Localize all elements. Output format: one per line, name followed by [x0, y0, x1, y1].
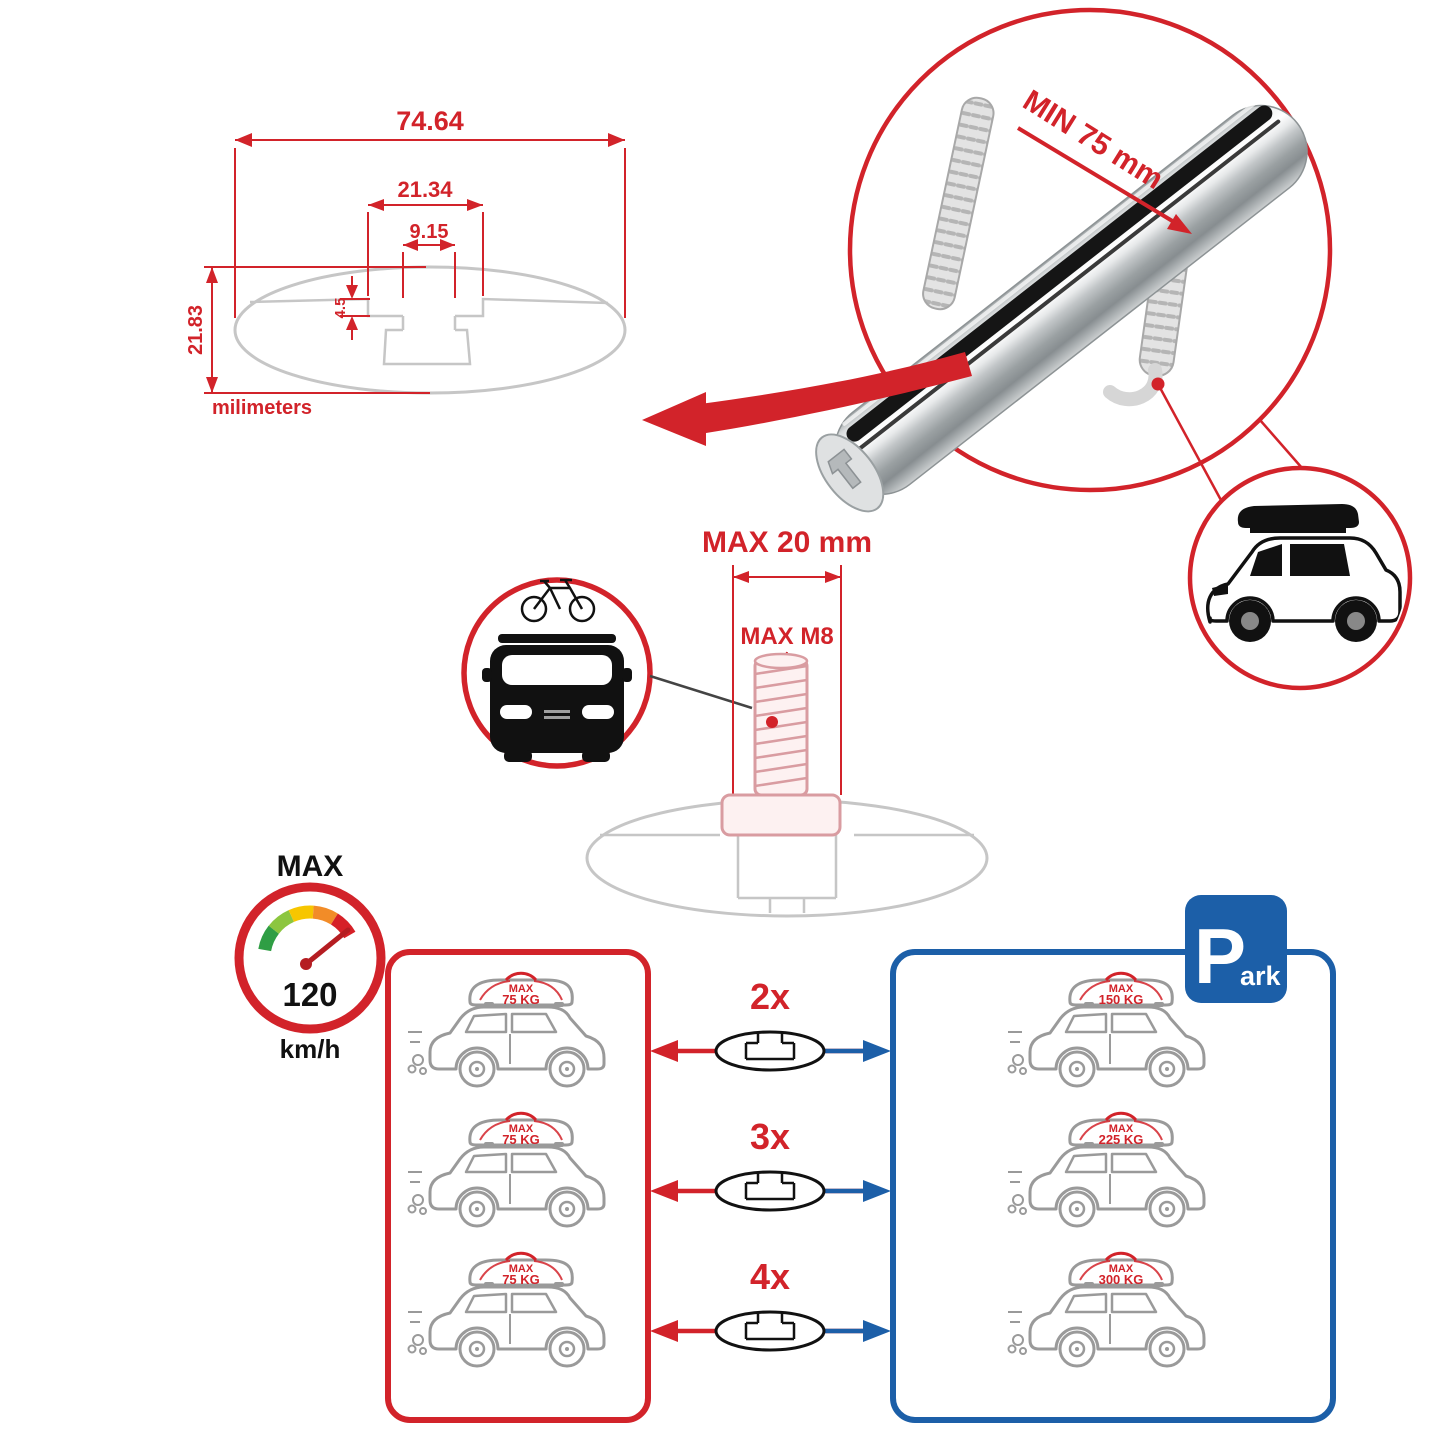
bolt-t-plate: [720, 793, 842, 837]
car-front-icon: [482, 634, 632, 762]
bolt-threads: [754, 664, 808, 788]
bike-car-callout: [461, 577, 653, 769]
bar-profile-channel: [249, 297, 609, 366]
min-clamp-arrow-line: [1016, 126, 1176, 224]
bar-section-slot: [744, 1172, 796, 1201]
dim-channel-width-label: 21.34: [397, 177, 453, 202]
cargo-max-label: MAX: [1109, 1123, 1134, 1135]
bolt-top: [753, 652, 809, 670]
dim-total-width: [234, 133, 626, 318]
arrow-right: [863, 1320, 891, 1342]
suv-rear-window: [1290, 544, 1350, 576]
parking-sign-rest: ark: [1240, 961, 1282, 991]
arrow-right: [863, 1040, 891, 1062]
cargo-kg-label: 75 KG: [502, 992, 540, 1007]
bicycle-icon: [520, 578, 596, 623]
bar-detail-callout: MIN 75 mm: [815, 7, 1333, 513]
cargo-kg-label: 75 KG: [502, 1272, 540, 1287]
thread-point-dot: [766, 716, 778, 728]
leader-line-2: [1259, 419, 1303, 469]
arrow-right: [863, 1180, 891, 1202]
arrow-left: [650, 1040, 678, 1062]
cargo-kg-label: 75 KG: [502, 1132, 540, 1147]
cargo-kg-label: 300 KG: [1099, 1272, 1144, 1287]
suv-front-hub: [1241, 612, 1259, 630]
t-bolt: [720, 652, 842, 837]
roof-box: [1237, 504, 1359, 528]
cargo-max-label: MAX: [509, 1263, 534, 1275]
bar-end-channel: [827, 448, 862, 490]
usage-limits: MAX 120 km/h P ark MAX: [234, 850, 1336, 1423]
speedometer-gauge: [258, 905, 356, 952]
suv-roofbox-callout: [1187, 465, 1413, 691]
bar-section-slot: [744, 1032, 796, 1061]
bolt-length-dimension: [732, 565, 842, 795]
min-clamp-arrow-head: [1167, 214, 1192, 234]
multiplier-row-3x: 3x: [650, 1116, 891, 1212]
bolt-detail: MAX 20 mm MAX M8: [461, 526, 989, 918]
parking-cars: MAX 150 KG MAX 225 KG MAX 300 KG: [1006, 971, 1206, 1368]
bar-profile-ellipse: [233, 265, 627, 395]
arrow-tail: [700, 352, 972, 434]
suv-headlight: [1212, 584, 1228, 596]
speed-max-label: MAX: [277, 850, 344, 883]
leader-line-1: [1156, 383, 1224, 503]
dim-slot-width-label: 9.15: [410, 221, 449, 243]
multiplier-label: 3x: [750, 1116, 790, 1157]
roof-rails: [1250, 528, 1346, 533]
units-label: milimeters: [212, 397, 312, 419]
dim-lip-depth-label: 4.5: [332, 298, 349, 319]
cargo-kg-label: 150 KG: [1099, 992, 1144, 1007]
cargo-max-label: MAX: [1109, 983, 1134, 995]
bar-section-icon: [714, 1030, 826, 1072]
bar-highlight: [842, 99, 1260, 426]
cargo-max-label: MAX: [509, 983, 534, 995]
section-channel: [600, 833, 974, 913]
parking-sign-square: [1185, 895, 1287, 1003]
bar-section-icon: [714, 1310, 826, 1352]
cross-section-dimension-diagram: 74.64 21.34 9.15 4.5 21.83 milimeter: [185, 106, 627, 419]
dim-total-height-label: 21.83: [185, 305, 207, 355]
dim-slot-width: [402, 239, 456, 298]
parking-sign: P ark: [1185, 895, 1287, 1003]
cargo-max-label: MAX: [1109, 1263, 1134, 1275]
section-pointer-arrow: [642, 352, 972, 446]
arrow-left: [650, 1320, 678, 1342]
parking-sign-letter: P: [1194, 912, 1246, 1000]
arrow-left: [650, 1180, 678, 1202]
suv-front-window: [1250, 544, 1282, 576]
cargo-kg-label: 225 KG: [1099, 1132, 1144, 1147]
multiplier-label: 4x: [750, 1256, 790, 1297]
dim-total-width-label: 74.64: [396, 106, 464, 136]
speed-value: 120: [282, 976, 337, 1013]
speed-limit-badge: MAX 120 km/h: [234, 850, 386, 1064]
bar-section-slot: [744, 1312, 796, 1341]
speedometer-needle-pivot: [300, 958, 312, 970]
bolt-max-length-label: MAX 20 mm: [702, 526, 872, 559]
multiplier-label: 2x: [750, 976, 790, 1017]
bolt-max-thread-label: MAX M8: [740, 623, 833, 650]
multiplier-row-4x: 4x: [650, 1256, 891, 1352]
dim-lip-depth: [340, 276, 370, 340]
bolt-leader-line: [649, 674, 753, 710]
arrow-head: [642, 392, 706, 446]
multiplier-rows: 2x 3x 4x: [650, 976, 891, 1352]
driving-cars: MAX 75 KG MAX 75 KG MAX 75 KG: [406, 971, 606, 1368]
clamp-strap-left: [922, 96, 995, 311]
suv-rear-hub: [1347, 612, 1365, 630]
bar-section-icon: [714, 1170, 826, 1212]
dim-channel-width: [367, 199, 484, 296]
suv-with-roofbox: [1206, 504, 1402, 642]
multiplier-row-2x: 2x: [650, 976, 891, 1072]
cargo-max-label: MAX: [509, 1123, 534, 1135]
speedometer-needle: [303, 927, 351, 967]
dim-total-height: [204, 266, 430, 394]
speed-unit: km/h: [280, 1034, 341, 1064]
clamp-hook: [1103, 363, 1163, 407]
